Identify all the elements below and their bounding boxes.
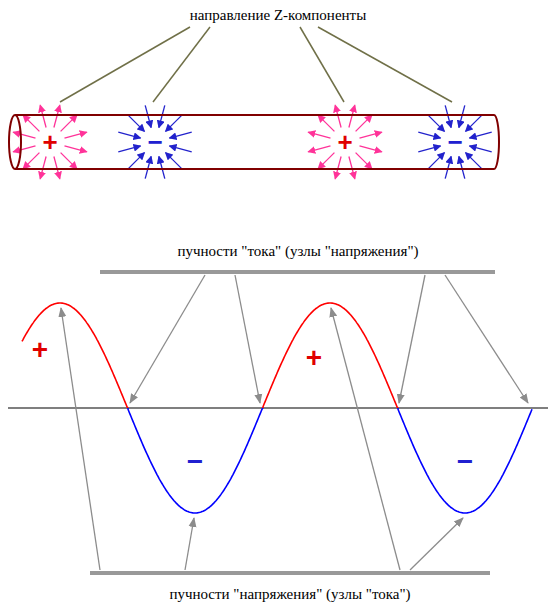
tube-end	[9, 115, 21, 169]
field-ray	[145, 105, 151, 127]
field-ray	[470, 132, 492, 138]
field-ray	[61, 153, 77, 169]
field-ray	[166, 153, 182, 169]
field-ray	[128, 153, 144, 169]
field-ray	[459, 157, 465, 179]
bracket-bar	[100, 270, 495, 274]
field-ray	[170, 132, 192, 138]
field-ray	[118, 146, 140, 152]
field-ray	[428, 115, 444, 131]
wave-segment	[398, 408, 532, 513]
field-ray	[445, 105, 451, 127]
field-ray	[61, 115, 77, 131]
bracket-label: пучности "напряжения" (узлы "тока")	[169, 585, 410, 603]
field-ray	[335, 105, 341, 127]
field-ray	[349, 105, 355, 127]
field-ray	[40, 157, 46, 179]
field-ray	[349, 157, 355, 179]
field-ray	[318, 115, 334, 131]
field-ray	[335, 157, 341, 179]
field-ray	[470, 146, 492, 152]
field-ray	[166, 115, 182, 131]
field-ray	[145, 157, 151, 179]
tube-body	[15, 115, 499, 169]
polarity-sign: −	[457, 448, 473, 476]
polarity-sign: +	[306, 344, 322, 372]
field-ray	[65, 146, 87, 152]
field-ray	[318, 153, 334, 169]
wave-curve	[22, 303, 532, 513]
wave-segment	[22, 303, 128, 408]
polarity-sign: −	[187, 448, 203, 476]
field-ray	[428, 153, 444, 169]
axis-line	[8, 407, 548, 408]
field-ray	[23, 115, 39, 131]
field-ray	[54, 157, 60, 179]
wave-segment	[128, 408, 263, 513]
pointer-arrows	[61, 275, 528, 570]
field-ray	[418, 146, 440, 152]
field-ray	[13, 132, 35, 138]
field-ray	[360, 132, 382, 138]
field-ray	[356, 115, 372, 131]
heading-label: направление Z-компоненты	[190, 6, 366, 24]
bracket-label: пучности "тока" (узлы "напряжения")	[177, 242, 418, 260]
bracket-bar	[90, 571, 490, 575]
field-ray	[466, 153, 482, 169]
field-ray	[418, 132, 440, 138]
field-ray	[445, 157, 451, 179]
tube: + − + −	[6, 112, 506, 172]
wave-segment	[263, 303, 398, 408]
field-ray	[159, 157, 165, 179]
field-ray	[159, 105, 165, 127]
charge-sign: +	[337, 129, 352, 155]
leader-lines	[60, 27, 452, 102]
charge-sign: +	[42, 129, 57, 155]
field-ray	[118, 132, 140, 138]
field-ray	[308, 132, 330, 138]
charge-sign: −	[147, 129, 162, 155]
field-ray	[466, 115, 482, 131]
field-ray	[356, 153, 372, 169]
field-ray	[459, 105, 465, 127]
field-ray	[65, 132, 87, 138]
field-rays	[13, 105, 491, 178]
field-ray	[308, 146, 330, 152]
charge-sign: −	[447, 129, 462, 155]
field-ray	[128, 115, 144, 131]
tube-outline	[6, 112, 506, 172]
field-ray	[13, 146, 35, 152]
field-ray	[170, 146, 192, 152]
field-ray	[54, 105, 60, 127]
polarity-sign: +	[32, 336, 48, 364]
field-ray	[360, 146, 382, 152]
field-ray	[40, 105, 46, 127]
field-ray	[23, 153, 39, 169]
